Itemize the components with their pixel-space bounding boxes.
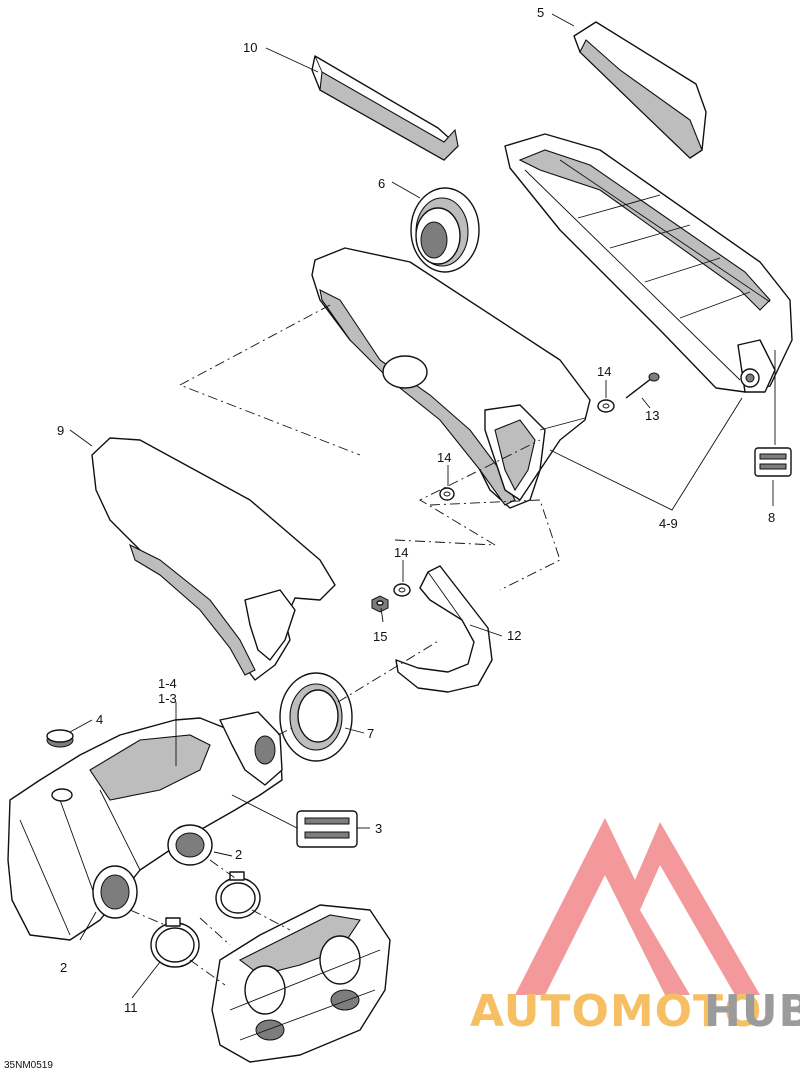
part-3-label xyxy=(296,810,358,848)
callout-5: 5 xyxy=(537,5,544,20)
part-14-washer-b xyxy=(439,487,455,501)
airbox-upper-housing xyxy=(311,247,591,509)
airbox-lid-frame xyxy=(504,133,793,393)
callout-4-9: 4-9 xyxy=(659,516,678,531)
callout-14b: 14 xyxy=(437,450,451,465)
callout-12: 12 xyxy=(507,628,521,643)
callout-2b: 2 xyxy=(60,960,67,975)
part-5-foam-pad xyxy=(573,21,707,159)
carburetor-assembly xyxy=(211,904,391,1063)
watermark-word-a: AUTOMOTO xyxy=(470,986,762,1037)
figure-code: 35NM0519 xyxy=(4,1060,53,1071)
callout-9: 9 xyxy=(57,423,64,438)
callout-6: 6 xyxy=(378,176,385,191)
part-1-airbox-base xyxy=(7,711,283,941)
callout-3: 3 xyxy=(375,821,382,836)
callout-7: 7 xyxy=(367,726,374,741)
callout-2a: 2 xyxy=(235,847,242,862)
leader-lines xyxy=(69,13,776,999)
callout-4: 4 xyxy=(96,712,103,727)
part-10-foam-strip xyxy=(311,55,459,161)
part-6-grommet xyxy=(410,187,480,273)
part-8-label xyxy=(754,447,792,477)
part-13-screw xyxy=(625,372,660,399)
callout-13: 13 xyxy=(645,408,659,423)
watermark-word-b: HUB xyxy=(704,986,800,1037)
callout-8: 8 xyxy=(768,510,775,525)
part-11-clamp-lower xyxy=(150,917,200,968)
part-12-bracket xyxy=(395,565,493,693)
callout-11: 11 xyxy=(124,1000,138,1015)
part-15-nut xyxy=(371,595,389,613)
callout-1-3: 1-3 xyxy=(158,691,177,706)
part-4-grommet xyxy=(46,729,74,748)
callouts: 10 5 6 9 14 13 14 4-9 8 14 15 12 1-4 1-3… xyxy=(57,5,775,1015)
assembly-lines xyxy=(129,304,561,986)
part-2-clamp-upper xyxy=(215,871,261,919)
callout-1-4: 1-4 xyxy=(158,676,177,691)
callout-10: 10 xyxy=(243,40,257,55)
part-14-washer-c xyxy=(393,583,411,597)
callout-14a: 14 xyxy=(597,364,611,379)
callout-14c: 14 xyxy=(394,545,408,560)
part-7-seal-ring xyxy=(279,672,353,762)
part-14-washer-a xyxy=(597,399,615,413)
callout-15: 15 xyxy=(373,629,387,644)
part-9-air-filter xyxy=(91,437,336,681)
triangle-logo-icon xyxy=(515,818,760,995)
watermark-logo: AUTOMOTO HUB xyxy=(470,818,800,1037)
